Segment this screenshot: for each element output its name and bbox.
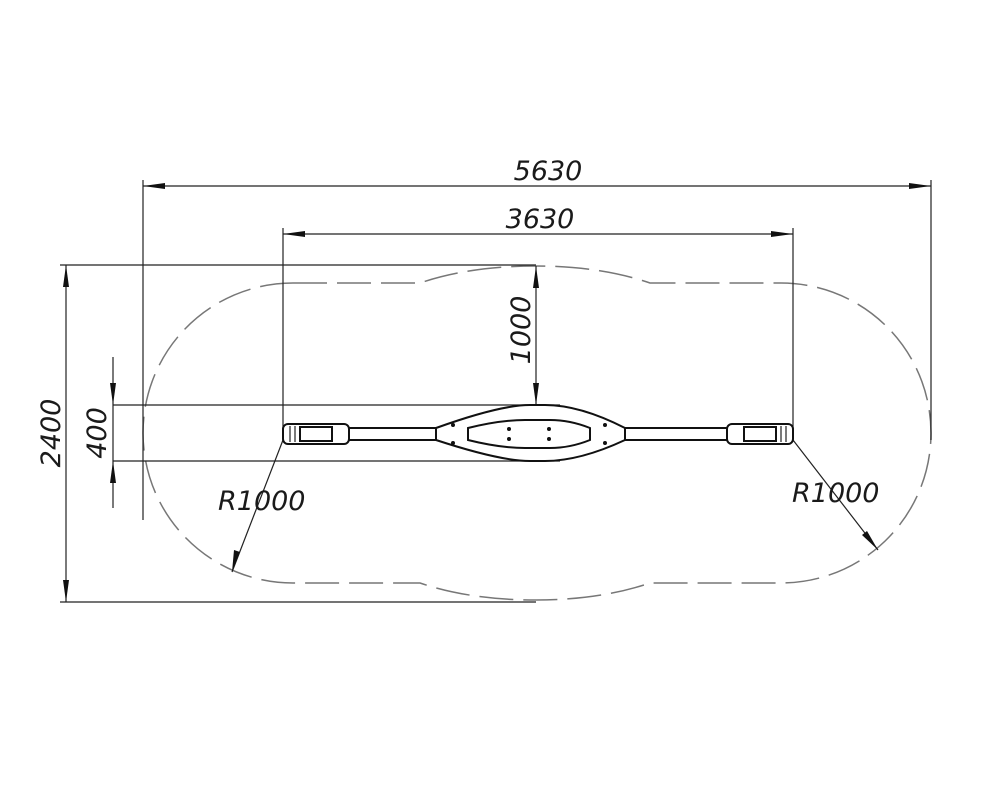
radius-left: R1000: [218, 439, 305, 573]
dimension-label: 1000: [506, 296, 537, 365]
dimension-label: R1000: [792, 478, 879, 509]
dimension-label: 400: [82, 407, 113, 459]
dimension-offset: 1000: [506, 266, 539, 405]
dimension-overall-length: 5630: [143, 156, 931, 189]
radius-right: R1000: [792, 439, 879, 551]
dimension-label: 3630: [506, 204, 575, 235]
seesaw: [282, 404, 794, 462]
right-handle: [726, 423, 794, 445]
dimension-center-width: 400: [82, 357, 116, 508]
dimension-label: R1000: [218, 486, 305, 517]
bolt-holes: [451, 423, 607, 445]
seesaw-seat-inner: [467, 419, 591, 449]
dimension-overall-width: 2400: [36, 265, 69, 602]
dimension-bar-length: 3630: [283, 204, 793, 237]
dimension-label: 2400: [36, 399, 67, 468]
dimension-label: 5630: [514, 156, 583, 187]
left-handle: [282, 423, 350, 445]
extension-lines: [60, 180, 932, 603]
